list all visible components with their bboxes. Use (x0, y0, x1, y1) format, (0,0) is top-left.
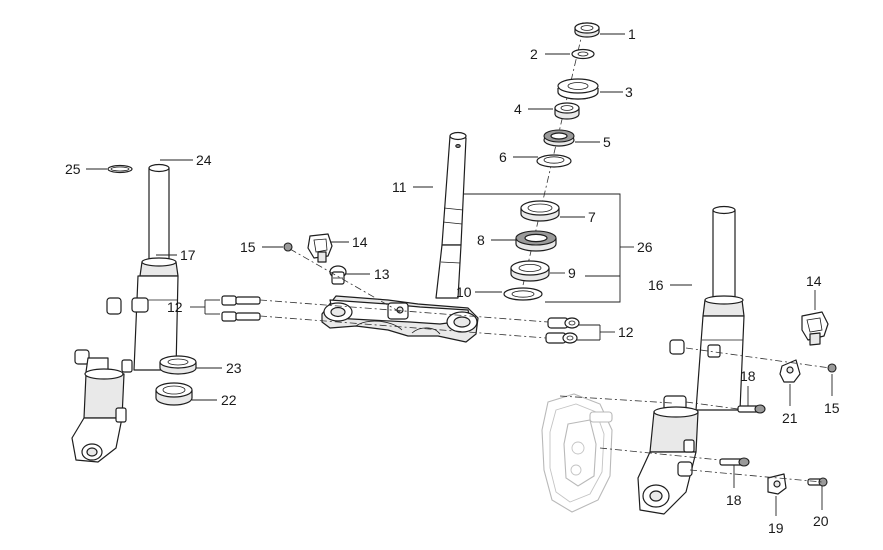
callout-26: 26 (637, 239, 653, 255)
washer-part-2 (571, 48, 595, 60)
callout-6: 6 (499, 149, 507, 165)
callout-7: 7 (588, 209, 596, 225)
callout-8: 8 (477, 232, 485, 248)
bolt-part-18-lower (719, 457, 750, 467)
callout-22: 22 (221, 392, 237, 408)
callout-14-center: 14 (352, 234, 368, 250)
callout-10: 10 (456, 284, 472, 300)
callout-11: 11 (392, 179, 407, 195)
callout-13: 13 (374, 266, 390, 282)
lower-race-part-7 (520, 200, 560, 222)
callout-12-right: 12 (618, 324, 634, 340)
callout-17: 17 (180, 247, 196, 263)
callout-25: 25 (65, 161, 81, 177)
callout-15-right: 15 (824, 400, 840, 416)
callout-labels: 1 2 3 4 5 6 7 8 9 10 11 12 12 13 14 14 1… (65, 26, 840, 536)
bracket-part-21 (779, 359, 801, 383)
lower-bearing-part-8 (515, 230, 557, 252)
oring-part-25 (107, 164, 133, 174)
clamp-bolts-left-part-12 (221, 295, 261, 322)
brake-caliper-reference (541, 393, 613, 513)
callout-1: 1 (628, 26, 636, 42)
upper-bearing-part-5 (543, 129, 575, 147)
top-cover-part-3 (557, 78, 599, 100)
callout-2: 2 (530, 46, 538, 62)
leader-lines (86, 33, 833, 516)
screw-part-20 (807, 477, 828, 487)
hose-clip-part-14-right (801, 311, 829, 346)
callout-4: 4 (514, 101, 522, 117)
clamp-bolts-right-part-12 (545, 317, 580, 344)
callout-23: 23 (226, 360, 242, 376)
callout-21: 21 (782, 410, 798, 426)
hose-clip-part-14-center (307, 233, 333, 263)
callout-15-center: 15 (240, 239, 256, 255)
bearing-race-part-6 (536, 154, 572, 168)
right-fork-leg-part-16 (637, 205, 745, 515)
bolt-part-18-upper (737, 404, 766, 414)
lower-triple-clamp (321, 295, 479, 343)
left-fork-leg-part-17 (71, 163, 179, 463)
callout-16: 16 (648, 277, 664, 293)
callout-3: 3 (625, 84, 633, 100)
steering-stem-part-11 (435, 131, 467, 299)
bolt-part-13 (329, 265, 347, 285)
callout-20: 20 (813, 513, 829, 529)
dust-seal-part-22 (155, 382, 193, 406)
callout-12-left: 12 (167, 299, 183, 315)
bracket-part-19 (767, 473, 787, 495)
right-side-axis-lines (685, 347, 831, 483)
center-bracket-axis (289, 248, 401, 313)
callout-18-lower: 18 (726, 492, 742, 508)
dust-seal-part-9 (510, 260, 550, 282)
screw-part-15-right (827, 363, 837, 373)
oil-seal-part-23 (159, 355, 197, 375)
callout-18-upper: 18 (740, 368, 756, 384)
callout-19: 19 (768, 520, 784, 536)
lock-nut-part-4 (554, 102, 580, 120)
stem-nut-part-1 (574, 22, 600, 38)
callout-5: 5 (603, 134, 611, 150)
washer-part-10 (503, 287, 543, 301)
bolt-axis-lines (259, 299, 549, 339)
callout-14-right: 14 (806, 273, 822, 289)
callout-24: 24 (196, 152, 212, 168)
callout-9: 9 (568, 265, 576, 281)
caliper-axis-lines (559, 395, 741, 463)
